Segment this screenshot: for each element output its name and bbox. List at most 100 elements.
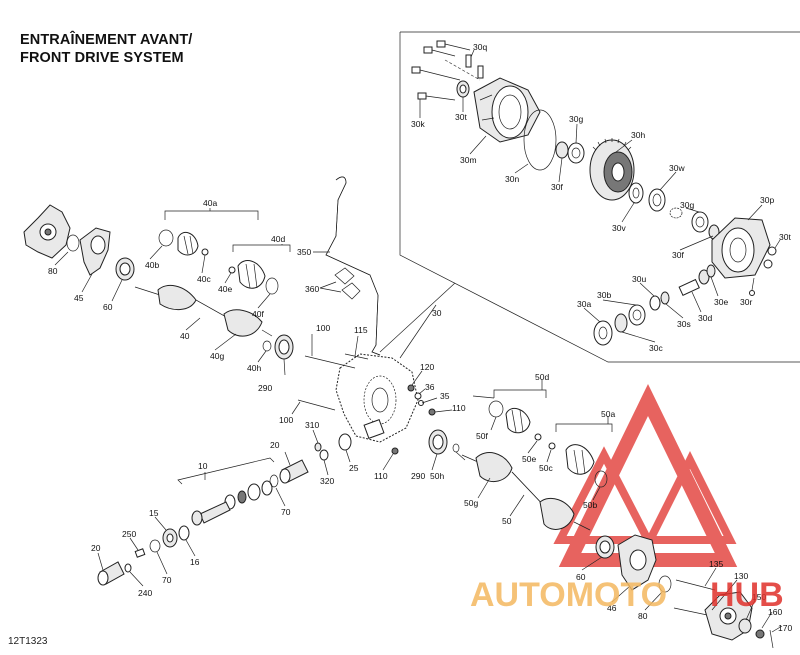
screw-30r	[749, 290, 755, 296]
bearing-30b	[628, 304, 646, 326]
clamp-360	[334, 267, 361, 300]
boot-kit-50a	[548, 423, 613, 488]
label-80-right: 80	[638, 611, 648, 621]
circlip-80-left	[66, 234, 80, 252]
label-50d: 50d	[535, 372, 549, 382]
boot-kit-40d	[228, 244, 291, 295]
label-50e: 50e	[522, 454, 536, 464]
label-120: 120	[420, 362, 434, 372]
ring-30c	[614, 313, 628, 333]
label-50c: 50c	[539, 463, 553, 473]
housing-30p	[711, 217, 771, 279]
bearing-16	[178, 525, 190, 541]
label-15: 15	[149, 508, 159, 518]
label-30p: 30p	[760, 195, 774, 205]
label-320: 320	[320, 476, 334, 486]
cotter-pin-170	[769, 629, 774, 649]
label-40c: 40c	[197, 274, 211, 284]
label-30g-upper: 30g	[569, 114, 583, 124]
label-110-lower: 110	[374, 471, 388, 481]
label-40g: 40g	[210, 351, 224, 361]
label-50a: 50a	[601, 409, 615, 419]
watermark-part2: HUB	[710, 576, 784, 614]
title-english: FRONT DRIVE SYSTEM	[20, 50, 184, 66]
circlip-40h	[262, 340, 272, 352]
label-130: 130	[734, 571, 748, 581]
washer-150	[738, 618, 752, 634]
seal-30a	[593, 320, 613, 346]
boot-kit-50d	[488, 389, 547, 441]
washer-30e	[706, 264, 716, 278]
label-360: 360	[305, 284, 319, 294]
knuckle-46	[617, 534, 657, 591]
bolt-100-lower	[297, 399, 336, 411]
label-350: 350	[297, 247, 311, 257]
label-30b: 30b	[597, 290, 611, 300]
bracket-10	[177, 457, 275, 485]
label-30v: 30v	[612, 223, 626, 233]
bolt-100-upper	[304, 355, 356, 369]
label-30u: 30u	[632, 274, 646, 284]
label-45: 45	[74, 293, 84, 303]
label-30k: 30k	[411, 119, 425, 129]
spacer-25	[338, 433, 352, 451]
label-20-lower: 20	[91, 543, 101, 553]
label-40h: 40h	[247, 363, 261, 373]
label-30n: 30n	[505, 174, 519, 184]
label-30g-lower: 30g	[680, 200, 694, 210]
plug-30t-lower	[767, 246, 777, 256]
coupler-20-upper	[279, 459, 309, 484]
circlip-70-upper	[269, 474, 279, 488]
label-30s: 30s	[677, 319, 691, 329]
label-50g: 50g	[464, 498, 478, 508]
o-ring-30n	[523, 109, 557, 171]
label-60-left: 60	[103, 302, 113, 312]
label-40e: 40e	[218, 284, 232, 294]
bolt-115	[344, 353, 369, 360]
label-30r: 30r	[740, 297, 752, 307]
label-30d: 30d	[698, 313, 712, 323]
boot-kit-40a	[158, 210, 259, 256]
pinion-30d	[678, 269, 710, 296]
label-10: 10	[198, 461, 208, 471]
label-40b: 40b	[145, 260, 159, 270]
nut-110-lower	[391, 447, 399, 455]
label-30t: 30t	[455, 112, 467, 122]
bolt-130	[673, 607, 713, 617]
gear-15	[162, 528, 178, 548]
spacer-30u	[649, 295, 661, 311]
spacer-30s	[660, 291, 670, 305]
diagram-code: 12T1323	[8, 636, 48, 647]
label-60-right: 60	[576, 572, 586, 582]
shaft-assembly-10	[191, 480, 273, 526]
label-40: 40	[180, 331, 190, 341]
plug-36	[414, 392, 422, 400]
label-20-upper: 20	[270, 440, 280, 450]
bolt-135	[675, 579, 716, 591]
wheel-hub-left	[23, 204, 71, 259]
callout-labels: 30q 30k 30t 30m 30n 30g 30h 30f 30w 30v …	[48, 42, 792, 633]
label-135: 135	[709, 559, 723, 569]
label-100-lower: 100	[279, 415, 293, 425]
shim-30w	[648, 188, 666, 212]
ring-gear-30h	[589, 138, 635, 201]
differential-inset-box	[379, 31, 800, 363]
label-70-lower: 70	[162, 575, 172, 585]
label-50f: 50f	[476, 431, 488, 441]
label-30q: 30q	[473, 42, 487, 52]
label-70-upper: 70	[281, 507, 291, 517]
circlip-80-right	[658, 575, 672, 593]
label-30h: 30h	[631, 130, 645, 140]
label-40d: 40d	[271, 234, 285, 244]
label-16: 16	[190, 557, 200, 567]
label-50b: 50b	[583, 500, 597, 510]
label-290-left: 290	[258, 383, 272, 393]
nut-110-right	[428, 408, 436, 416]
circlip-70-lower	[149, 539, 161, 553]
label-250: 250	[122, 529, 136, 539]
label-36: 36	[425, 382, 435, 392]
label-290-right: 290	[411, 471, 425, 481]
bushing-240	[124, 563, 132, 573]
label-160: 160	[768, 607, 782, 617]
